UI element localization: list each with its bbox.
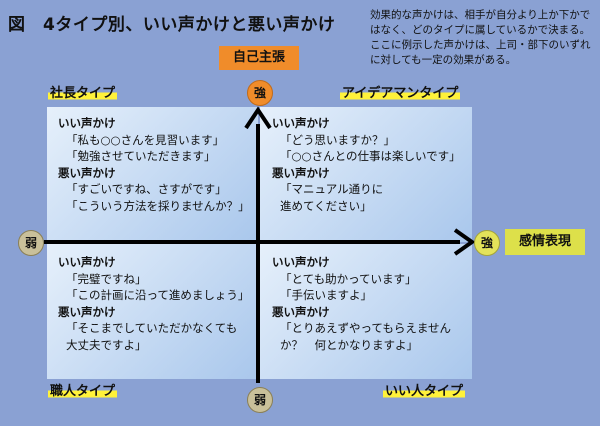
quadrant-bottom-left [47, 244, 258, 379]
type-label-idea-person: アイデアマンタイプ [340, 82, 461, 101]
good-phrase: 「○○さんとの仕事は楽しいです」 [280, 149, 461, 163]
bad-phrase: 「とりあえずやってもらえません [280, 321, 452, 335]
weak-marker-bottom: 弱 [247, 387, 273, 413]
good-heading: いい声かけ [58, 255, 116, 269]
quadrant-text-top-right: いい声かけ 「どう思いますか？」 「○○さんとの仕事は楽しいです」 悪い声かけ … [272, 115, 461, 214]
bad-phrase: 進めてください」 [280, 198, 372, 213]
bad-heading: 悪い声かけ [272, 304, 330, 319]
vertical-axis-label: 自己主張 [219, 46, 299, 70]
bad-heading: 悪い声かけ [272, 165, 330, 180]
good-phrase: 「完璧ですね」 [66, 271, 147, 286]
type-label-nice-person: いい人タイプ [383, 380, 466, 399]
quadrant-top-left [47, 107, 258, 242]
vertical-arrow-head [244, 106, 272, 130]
bad-phrase: 「すごいですね、さすがです」 [66, 182, 227, 196]
good-heading: いい声かけ [58, 116, 116, 130]
good-phrase: 「勉強させていただきます」 [66, 149, 216, 163]
bad-phrase: 「こういう方法を採りませんか？」 [66, 198, 250, 213]
good-phrase: 「手伝いますよ」 [280, 288, 372, 302]
quadrant-text-bottom-left: いい声かけ 「完璧ですね」 「この計画に沿って進めましょう」 悪い声かけ 「そこ… [58, 254, 249, 353]
bad-phrase: 「マニュアル通りに [280, 182, 384, 196]
bad-heading: 悪い声かけ [58, 165, 116, 180]
good-phrase: 「この計画に沿って進めましょう」 [66, 288, 250, 302]
strong-marker-right: 強 [474, 230, 500, 256]
good-phrase: 「どう思いますか？」 [280, 132, 395, 147]
figure-title: 図 4タイプ別、いい声かけと悪い声かけ [8, 15, 336, 35]
quadrant-text-bottom-right: いい声かけ 「とても助かっています」 「手伝いますよ」 悪い声かけ 「とりあえず… [272, 254, 451, 353]
bad-phrase: 「そこまでしていただかなくても [66, 321, 238, 335]
quadrant-top-right [260, 107, 472, 242]
horizontal-axis-label: 感情表現 [505, 229, 585, 255]
good-heading: いい声かけ [272, 255, 330, 269]
good-heading: いい声かけ [272, 116, 330, 130]
weak-marker-left: 弱 [18, 230, 44, 256]
quadrant-bottom-right [260, 244, 472, 379]
type-label-craftsman: 職人タイプ [48, 380, 118, 399]
bad-phrase: 大丈夫ですよ」 [66, 337, 147, 352]
type-label-president: 社長タイプ [48, 82, 118, 101]
good-phrase: 「私も○○さんを見習います」 [66, 132, 225, 147]
figure-description: 効果的な声かけは、相手が自分より上か下かではなく、どのタイプに属しているかで決ま… [370, 9, 591, 66]
bad-heading: 悪い声かけ [58, 304, 116, 319]
horizontal-arrow-head [453, 228, 476, 256]
strong-marker-top: 強 [247, 80, 273, 106]
quadrant-text-top-left: いい声かけ 「私も○○さんを見習います」 「勉強させていただきます」 悪い声かけ… [58, 115, 250, 214]
bad-phrase: か？ 何とかなりますよ」 [280, 337, 418, 352]
good-phrase: 「とても助かっています」 [280, 271, 417, 286]
